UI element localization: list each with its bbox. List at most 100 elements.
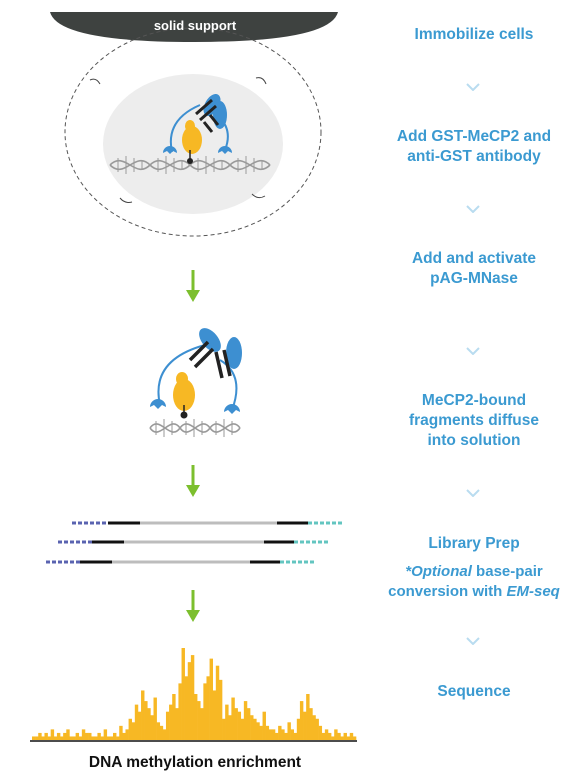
- peak-bar: [113, 732, 117, 740]
- arrow-3: [186, 590, 200, 622]
- protein-complex-top: [163, 94, 232, 164]
- library-fragments: [46, 521, 343, 564]
- chart-label: DNA methylation enrichment: [88, 754, 302, 771]
- peak-bar: [88, 732, 92, 740]
- peak-bar: [197, 701, 201, 740]
- peak-bar: [218, 679, 223, 740]
- peak-bar: [334, 729, 338, 740]
- peak-bar: [281, 729, 285, 740]
- peak-bar: [137, 711, 142, 740]
- peak-bar: [290, 729, 294, 740]
- peak-bar: [237, 711, 242, 740]
- peak-bar: [324, 729, 329, 740]
- peak-bar: [306, 694, 310, 740]
- peak-bar: [343, 732, 347, 740]
- peak-bar: [134, 704, 139, 740]
- chevron-down-icon: [466, 347, 480, 355]
- peak-bar: [81, 729, 86, 740]
- arrow-1: [186, 270, 200, 302]
- peak-bar: [103, 729, 108, 740]
- peak-bar: [165, 711, 170, 740]
- peak-bar: [206, 676, 210, 740]
- peak-bar: [56, 732, 61, 740]
- peak-bar: [200, 708, 204, 740]
- step-library-prep: Library Prep: [428, 535, 520, 552]
- arrow-2: [186, 465, 200, 497]
- peak-bar: [259, 725, 263, 740]
- peak-bar: [78, 736, 83, 740]
- peak-bar: [262, 711, 266, 740]
- peak-bar: [299, 701, 304, 740]
- peak-bar: [172, 694, 176, 740]
- peak-bar: [256, 722, 260, 740]
- em-seq-note: *Optional base-pair conversion with EM-s…: [388, 563, 560, 600]
- peak-bar: [32, 736, 36, 740]
- peak-bar: [340, 736, 344, 740]
- peak-bar: [106, 736, 111, 740]
- peak-bar: [222, 718, 226, 740]
- chevron-down-icon: [466, 637, 480, 645]
- peak-bar: [278, 725, 282, 740]
- peak-bar: [209, 658, 213, 740]
- peak-bar: [349, 732, 354, 740]
- protein-complex-middle: [150, 328, 242, 419]
- peak-bar: [35, 736, 39, 740]
- peak-bar: [303, 711, 307, 740]
- solid-support-label: solid support: [153, 18, 237, 33]
- peak-bar: [243, 701, 248, 740]
- peak-bar: [153, 697, 157, 740]
- peak-bar: [246, 708, 251, 740]
- peak-bar: [175, 708, 179, 740]
- peak-bar: [162, 729, 167, 740]
- peak-bar: [215, 665, 220, 740]
- peak-bar: [47, 736, 51, 740]
- peak-bar: [187, 662, 192, 740]
- peak-bar: [178, 683, 182, 740]
- peak-bar: [234, 708, 238, 740]
- peak-bar: [268, 729, 273, 740]
- peak-bar: [275, 732, 279, 740]
- peak-bar: [181, 648, 185, 740]
- peak-bar: [69, 736, 73, 740]
- peak-bar: [190, 655, 195, 740]
- peak-bar: [287, 722, 291, 740]
- peak-bar: [128, 718, 132, 740]
- peak-bar: [331, 736, 335, 740]
- peak-bar: [312, 715, 316, 740]
- peak-bar: [203, 683, 207, 740]
- peak-bar: [144, 701, 148, 740]
- methylation-peaks: [32, 648, 357, 740]
- peak-bar: [131, 722, 136, 740]
- peak-bar: [296, 718, 301, 740]
- step-immobilize-cells: Immobilize cells: [414, 26, 534, 43]
- peak-bar: [194, 694, 198, 740]
- peak-bar: [150, 715, 154, 740]
- peak-bar: [318, 725, 323, 740]
- peak-bar: [265, 725, 270, 740]
- peak-bar: [53, 736, 58, 740]
- peak-bar: [109, 736, 114, 740]
- peak-bar: [271, 729, 276, 740]
- peak-bar: [169, 704, 173, 740]
- peak-bar: [284, 732, 288, 740]
- peak-bar: [309, 708, 313, 740]
- peak-bar: [250, 715, 254, 740]
- peak-bar: [159, 725, 164, 740]
- peak-bar: [94, 736, 98, 740]
- peak-bar: [293, 732, 298, 740]
- peak-bar: [50, 729, 55, 740]
- peak-bar: [228, 715, 232, 740]
- peak-bar: [125, 729, 129, 740]
- nucleus-marks: [89, 77, 267, 203]
- peak-bar: [122, 732, 126, 740]
- peak-bar: [44, 732, 48, 740]
- peak-bar: [72, 736, 76, 740]
- chevron-down-icon: [466, 83, 480, 91]
- peak-bar: [97, 732, 101, 740]
- peak-bar: [91, 736, 95, 740]
- peak-bar: [225, 704, 229, 740]
